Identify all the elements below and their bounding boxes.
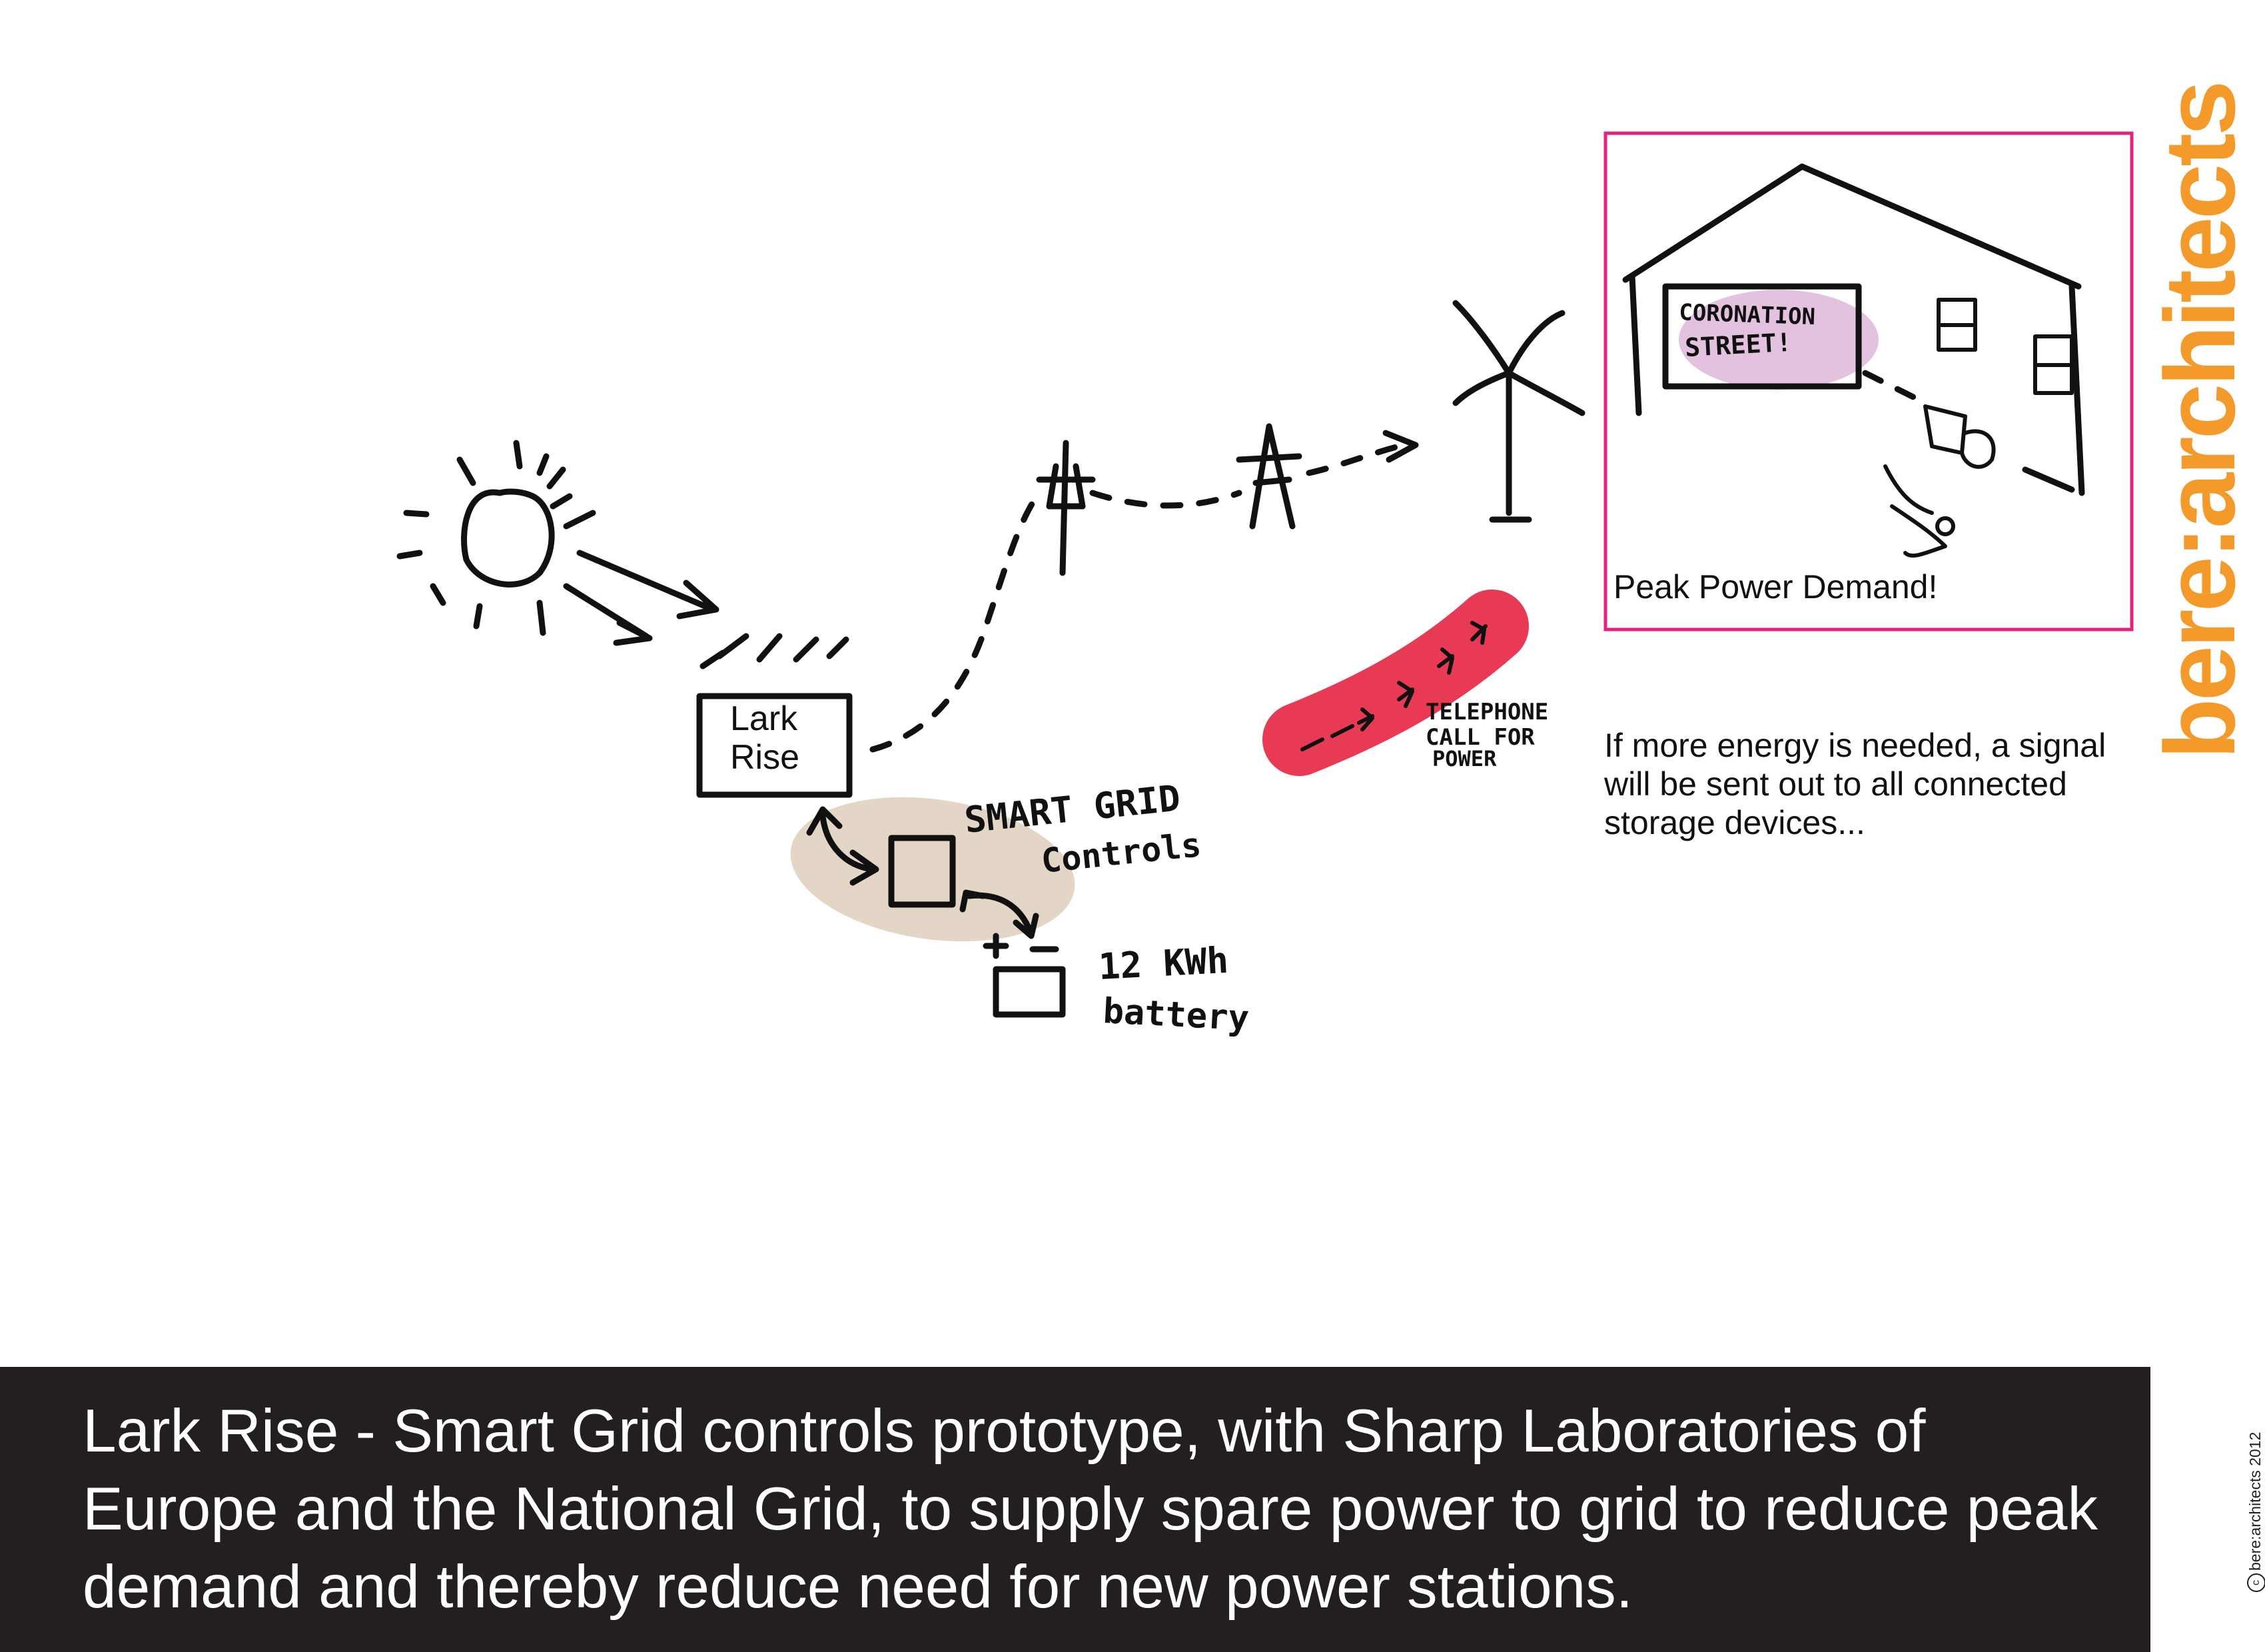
battery-icon: [983, 933, 1066, 1018]
energy-note: If more energy is needed, a signal will …: [1604, 727, 2106, 841]
sun-icon: [396, 440, 596, 636]
svg-text:STREET!: STREET!: [1684, 328, 1792, 362]
grid-connection-line: [869, 490, 1043, 753]
house-sketch: [1622, 163, 2085, 496]
telephone-signal-arrows: [1300, 621, 1488, 751]
grid-line-dashes: [1089, 490, 1242, 509]
brand-logo: bere:architects: [2144, 83, 2256, 760]
wind-turbine-icon: [1452, 300, 1586, 523]
telephone-highlight: [1262, 590, 1529, 776]
grid-line-dashes-2: [1306, 443, 1402, 476]
tv-label: CORONATION STREET!: [1679, 299, 1816, 362]
lark-rise-label-line2: Rise: [730, 738, 800, 777]
telephone-label: TELEPHONE CALL FOR POWER: [1426, 699, 1548, 771]
peak-demand-label: Peak Power Demand!: [1613, 568, 1938, 606]
viewers-sketch: [1862, 370, 1996, 558]
lark-rise-label: Lark Rise: [730, 699, 799, 777]
pylon-small-icon: [1236, 423, 1302, 530]
caption-bar: [0, 1367, 2150, 1652]
peak-demand-frame: [1603, 131, 2134, 631]
pylon-icon: [1036, 440, 1096, 576]
svg-text:TELEPHONE: TELEPHONE: [1426, 699, 1548, 725]
caption-text: Lark Rise - Smart Grid controls prototyp…: [83, 1398, 2098, 1621]
tv-highlight: [1679, 290, 1879, 390]
svg-text:CORONATION: CORONATION: [1679, 299, 1816, 330]
smart-grid-controls-box: [806, 806, 1039, 939]
lark-rise-house: [696, 633, 853, 798]
sun-ray-arrows: [563, 550, 719, 646]
copyright-icon: c: [2246, 1573, 2265, 1592]
battery-label: 12 KWh battery: [1097, 939, 1250, 1039]
svg-text:battery: battery: [1102, 991, 1250, 1038]
svg-text:POWER: POWER: [1432, 746, 1497, 771]
svg-text:12 KWh: 12 KWh: [1097, 939, 1229, 988]
lark-rise-label-line1: Lark: [730, 699, 798, 738]
svg-text:Controls: Controls: [1039, 825, 1203, 881]
tv-screen: [1662, 283, 1862, 390]
house-windows: [1937, 298, 2074, 395]
grid-arrow-head: [1382, 430, 1419, 463]
svg-text:CALL FOR: CALL FOR: [1426, 724, 1535, 751]
controls-highlight: [790, 797, 1075, 942]
copyright-text: bere:architects 2012: [2246, 1432, 2264, 1571]
copyright-notice: c bere:architects 2012: [2246, 1392, 2265, 1592]
